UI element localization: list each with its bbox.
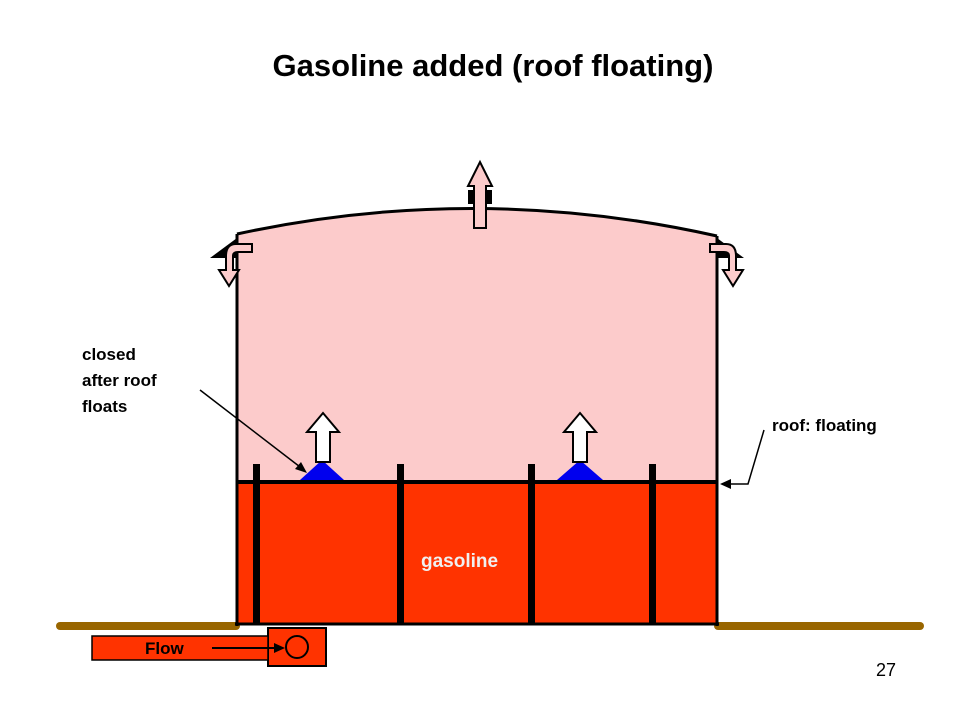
- corner-vent-arrow-left: [217, 243, 253, 288]
- leader-roof: [724, 429, 765, 485]
- top-vent-arrow: [466, 159, 494, 229]
- support-leg: [528, 464, 535, 624]
- gasoline-label: gasoline: [421, 551, 499, 572]
- leader-roof-arrowhead: [720, 479, 731, 489]
- vapor-space: [237, 208, 717, 482]
- corner-vent-arrow-right: [709, 243, 745, 288]
- leader-closed-arrowhead: [295, 462, 307, 473]
- support-leg: [397, 464, 404, 624]
- flow-label: Flow: [145, 639, 184, 658]
- support-leg: [649, 464, 656, 624]
- leader-closed: [199, 389, 305, 471]
- vent-arrow-right: [561, 411, 599, 463]
- vent-cap-right: [557, 460, 603, 480]
- page-number: 27: [876, 660, 897, 680]
- gasoline-body: [237, 482, 717, 624]
- closed-label-line: after roof: [82, 371, 157, 390]
- vent-arrow-left: [304, 411, 342, 463]
- pipe-opening-icon: [285, 635, 309, 659]
- vent-cap-left: [300, 460, 344, 480]
- slide-title: Gasoline added (roof floating): [272, 48, 714, 83]
- support-leg: [253, 464, 260, 624]
- closed-label-line: floats: [82, 397, 128, 416]
- closed-after-roof-floats-label: closed after roof floats: [82, 342, 157, 420]
- closed-label-line: closed: [82, 345, 136, 364]
- flow-arrow-head: [274, 643, 285, 653]
- roof-support-legs: [253, 464, 656, 624]
- roof-floating-label: roof: floating: [772, 416, 877, 435]
